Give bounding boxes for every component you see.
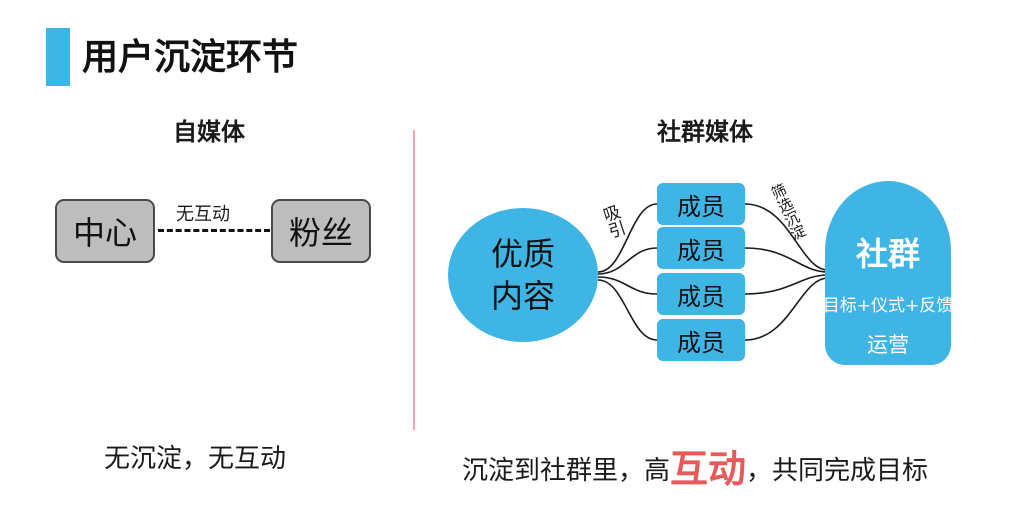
community-subtitle: 目标+仪式+反馈 xyxy=(822,296,954,316)
left-summary: 无沉淀，无互动 xyxy=(104,444,287,474)
section-divider xyxy=(413,130,415,430)
attract-curve-3 xyxy=(597,276,658,295)
center-box: 中心 xyxy=(55,199,155,263)
community-node: 社群 目标+仪式+反馈 运营 xyxy=(823,181,953,365)
member-box: 成员 xyxy=(657,227,745,269)
member-box: 成员 xyxy=(657,183,745,225)
attract-curve-2 xyxy=(597,247,658,275)
community-operation: 运营 xyxy=(867,333,909,357)
page-title: 用户沉淀环节 xyxy=(82,36,299,78)
fans-box: 粉丝 xyxy=(271,199,371,263)
right-summary-before: 沉淀到社群里，高 xyxy=(462,456,671,486)
no-interaction-link xyxy=(158,229,270,232)
content-line-1: 优质 xyxy=(490,235,555,273)
filter-curve-1 xyxy=(744,203,829,271)
filter-curve-4 xyxy=(744,277,829,341)
right-summary-after: ，共同完成目标 xyxy=(746,456,929,486)
content-line-2: 内容 xyxy=(490,277,555,315)
title-accent-bar xyxy=(46,28,70,86)
community-media-heading: 社群媒体 xyxy=(657,117,753,146)
filter-curve-2 xyxy=(744,247,829,273)
attract-curve-1 xyxy=(597,203,658,273)
filter-curve-3 xyxy=(744,274,829,295)
attract-curve-4 xyxy=(597,279,658,341)
self-media-heading: 自媒体 xyxy=(173,117,245,146)
right-summary: 沉淀到社群里，高互动，共同完成目标 xyxy=(462,438,928,493)
quality-content-node: 优质 内容 xyxy=(448,208,598,342)
community-title: 社群 xyxy=(855,235,920,273)
right-summary-highlight: 互动 xyxy=(670,447,747,491)
member-box: 成员 xyxy=(657,319,745,361)
no-interaction-label: 无互动 xyxy=(176,204,230,225)
member-box: 成员 xyxy=(657,273,745,315)
